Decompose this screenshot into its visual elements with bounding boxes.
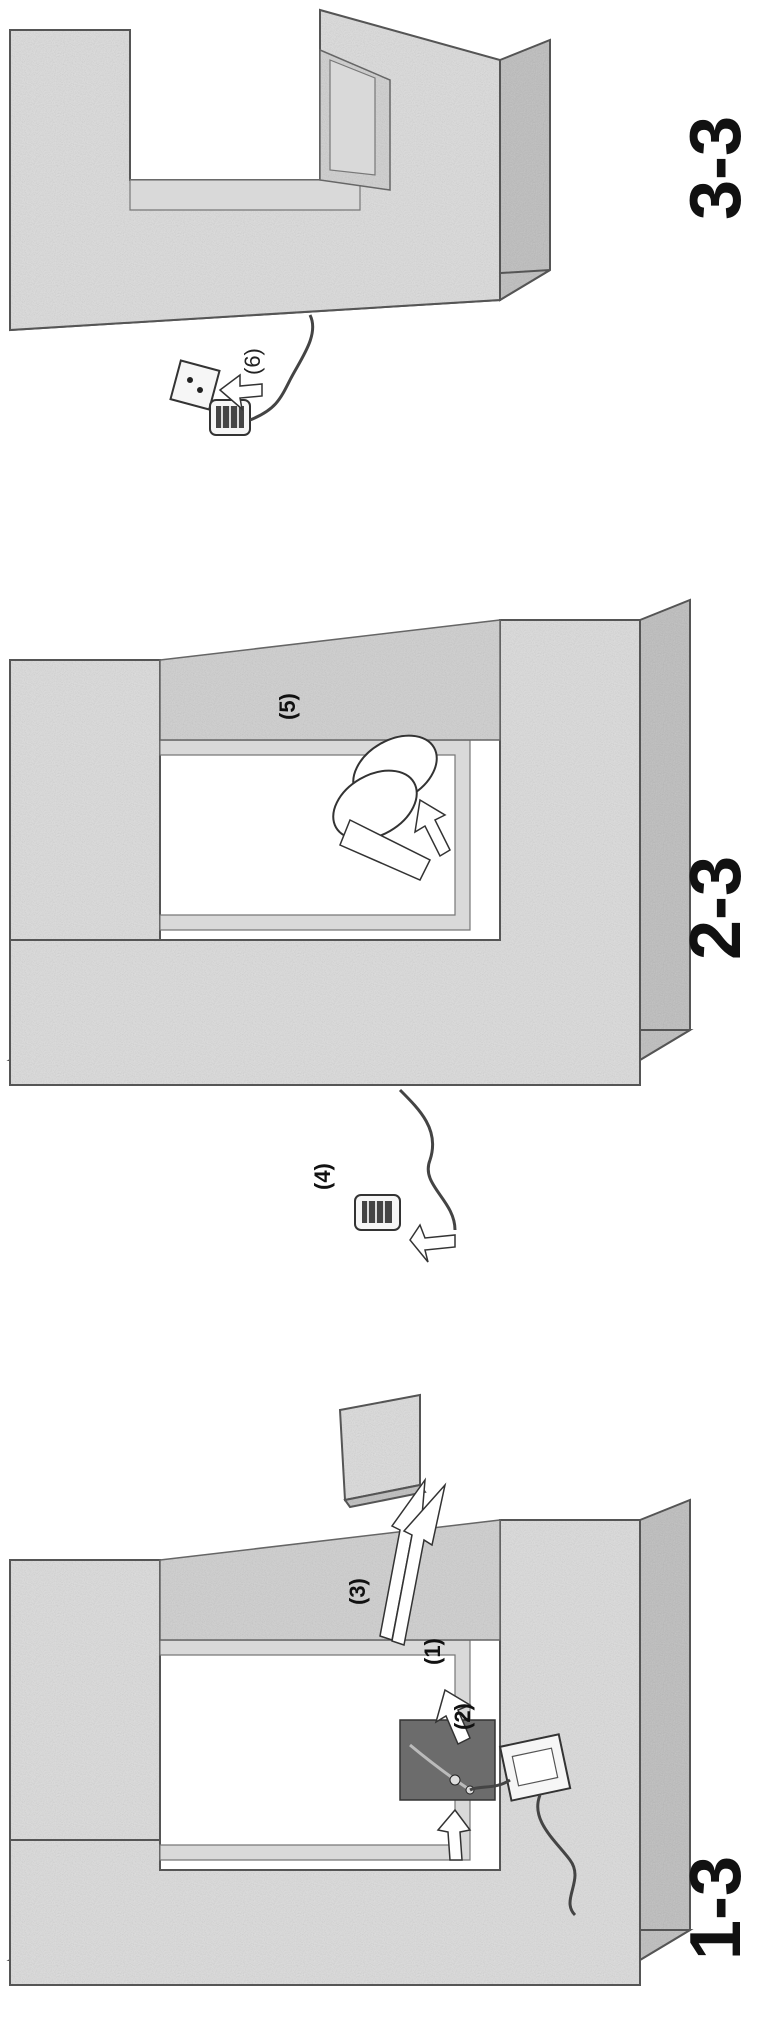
- callout-5: (5): [275, 693, 300, 720]
- step-label-3: 3-3: [676, 116, 756, 220]
- cover-tile: [340, 1395, 425, 1507]
- callout-4: (4): [310, 1163, 335, 1190]
- thermostat-plug: [355, 1195, 400, 1230]
- thermostat-plug: [210, 400, 250, 435]
- cable-2: [400, 1090, 455, 1230]
- panel-1: (3) (1) (2) 1-3: [10, 1395, 756, 1985]
- callout-6: (6): [240, 348, 265, 375]
- callout-3: (3): [345, 1578, 370, 1605]
- callout-2: (2): [450, 1703, 475, 1730]
- panel-3: (6) 3-3: [10, 10, 756, 435]
- panel-2: (5) (4) 2-3: [10, 600, 756, 1262]
- step-label-2: 2-3: [676, 856, 756, 960]
- callout-1: (1): [420, 1638, 445, 1665]
- arrow-5: [415, 800, 450, 856]
- concrete-block: [10, 10, 550, 330]
- step-label-1: 1-3: [676, 1856, 756, 1960]
- arrow-4: [410, 1225, 455, 1262]
- concrete-block: [10, 1500, 690, 1985]
